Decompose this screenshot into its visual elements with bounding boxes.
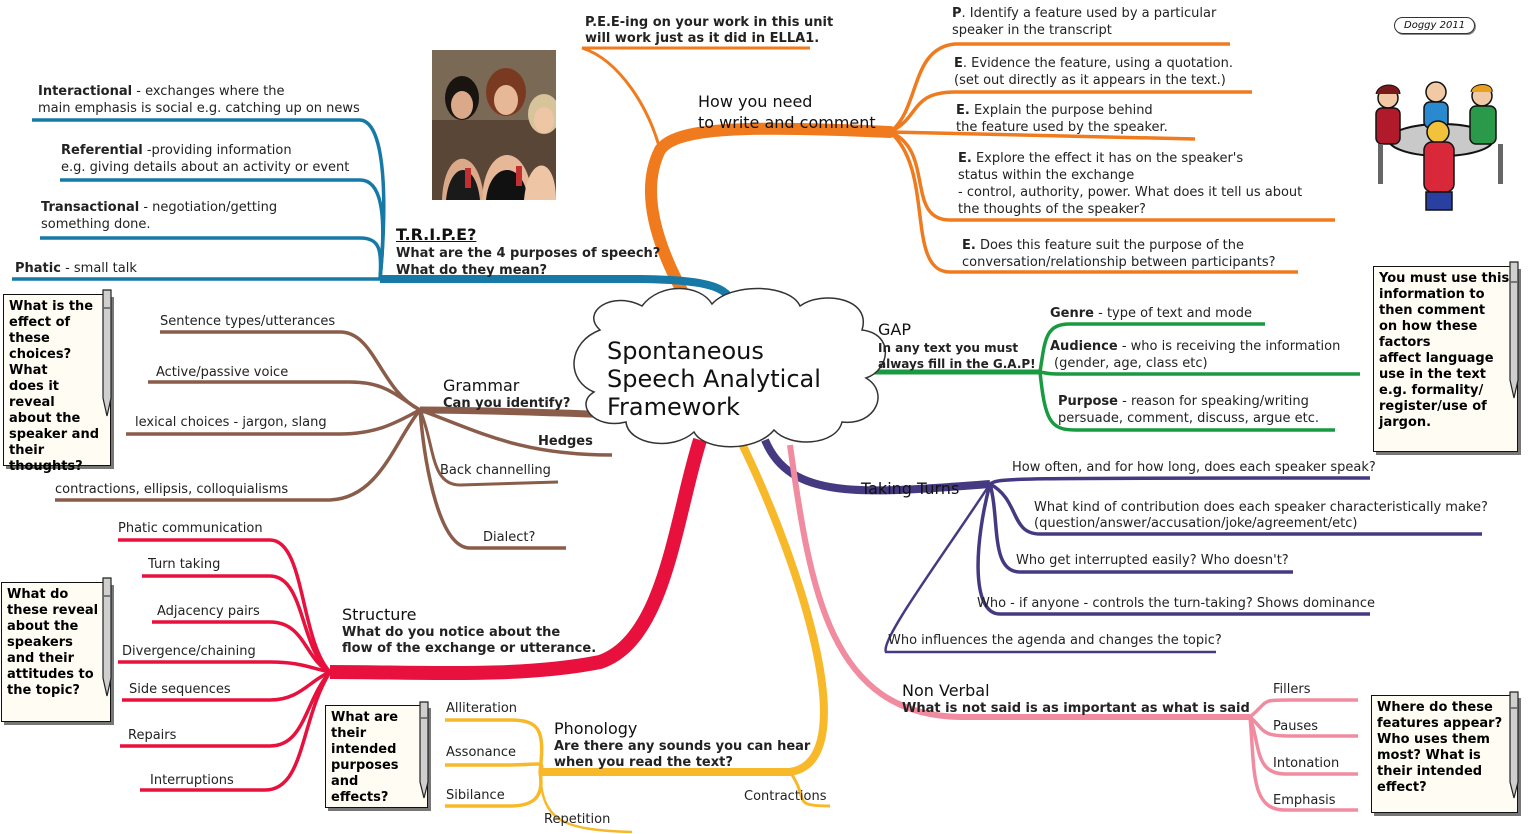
nonverbal-item-pauses: Pauses xyxy=(1273,719,1319,734)
grammar-item-dialect: Dialect? xyxy=(483,530,536,545)
grammar-item-hedges: Hedges xyxy=(538,434,593,449)
write-item-evidence-detail: (set out directly as it appears in the t… xyxy=(954,73,1226,88)
tripe-item-interactional-detail: main emphasis is social e.g. catching up… xyxy=(38,101,360,116)
turns-item-agenda: Who influences the agenda and changes th… xyxy=(888,633,1222,648)
gap-item-audience: Audience - who is receiving the informat… xyxy=(1050,339,1341,354)
gap-sub1: In any text you must xyxy=(878,341,1019,355)
write-item-suit: E. Does this feature suit the purpose of… xyxy=(962,238,1245,253)
pen-icon xyxy=(1509,261,1519,399)
write-item-explore-l4: the thoughts of the speaker? xyxy=(958,202,1146,217)
gap-note: You must use this information to then co… xyxy=(1373,266,1518,452)
grammar-sub: Can you identify? xyxy=(443,396,571,411)
structure-note: What do these reveal about the speakers … xyxy=(1,582,111,722)
phonology-title: Phonology xyxy=(554,719,638,738)
pee-line1: P.E.E-ing on your work in this unit xyxy=(585,15,834,30)
pee-line2: will work just as it did in ELLA1. xyxy=(585,31,820,46)
center-cloud xyxy=(573,287,887,448)
phonology-sub2: when you read the text? xyxy=(554,755,733,770)
gap-item-genre: Genre - type of text and mode xyxy=(1050,306,1253,321)
turns-item-how-often: How often, and for how long, does each s… xyxy=(1012,460,1376,475)
write-title1: How you need xyxy=(698,92,813,111)
write-item-explain-detail: the feature used by the speaker. xyxy=(956,120,1168,135)
write-item-explore: E. Explore the effect it has on the spea… xyxy=(958,151,1244,166)
nonverbal-title: Non Verbal xyxy=(902,681,990,700)
credit-badge: Doggy 2011 xyxy=(1394,17,1476,34)
gap-sub2: always fill in the G.A.P! xyxy=(878,357,1036,371)
phonology-item-contractions: Contractions xyxy=(744,789,827,804)
tripe-sub1: What are the 4 purposes of speech? xyxy=(396,246,661,261)
tripe-title: T.R.I.P.E? xyxy=(396,225,477,244)
nonverbal-item-fillers: Fillers xyxy=(1273,682,1311,697)
grammar-item-sentence-types: Sentence types/utterances xyxy=(160,314,336,329)
branch-nonverbal xyxy=(787,444,1250,720)
nonverbal-note: Where do these features appear? Who uses… xyxy=(1371,695,1518,813)
phonology-item-repetition: Repetition xyxy=(544,812,611,827)
write-item-point-detail: speaker in the transcript xyxy=(952,23,1112,38)
grammar-item-lexical: lexical choices - jargon, slang xyxy=(135,415,327,430)
structure-item-phatic: Phatic communication xyxy=(118,521,263,536)
branch-phonology xyxy=(540,438,828,776)
gap-title: GAP xyxy=(878,320,911,339)
photo-women-talking xyxy=(432,50,556,200)
tripe-item-phatic: Phatic - small talk xyxy=(15,261,137,276)
pen-icon xyxy=(102,289,112,417)
tripe-sub2: What do they mean? xyxy=(396,263,548,278)
grammar-item-voice: Active/passive voice xyxy=(156,365,289,380)
turns-item-contribution-detail: (question/answer/accusation/joke/agreeme… xyxy=(1034,516,1358,531)
tripe-item-referential: Referential -providing information xyxy=(61,143,292,158)
phonology-sub1: Are there any sounds you can hear xyxy=(554,739,811,754)
grammar-title: Grammar xyxy=(443,376,520,395)
tripe-item-transactional-detail: something done. xyxy=(41,217,151,232)
phonology-item-assonance: Assonance xyxy=(446,745,516,760)
turns-item-interrupted: Who get interrupted easily? Who doesn't? xyxy=(1016,553,1289,568)
tripe-item-transactional: Transactional - negotiation/getting xyxy=(41,200,278,215)
branch-turns xyxy=(761,438,991,495)
gap-item-purpose: Purpose - reason for speaking/writing xyxy=(1058,394,1309,409)
center-title: Spontaneous Speech Analytical Framework xyxy=(607,337,821,421)
phonology-item-alliteration: Alliteration xyxy=(446,701,518,716)
phonology-item-sibilance: Sibilance xyxy=(446,788,505,803)
people-at-table-illustration xyxy=(1370,80,1512,215)
pen-icon xyxy=(1509,691,1519,799)
structure-title: Structure xyxy=(342,605,417,624)
structure-item-turn-taking: Turn taking xyxy=(148,557,221,572)
structure-item-side-sequences: Side sequences xyxy=(129,682,231,697)
write-item-explore-l2: status within the exchange xyxy=(958,168,1135,183)
write-item-point: P. Identify a feature used by a particul… xyxy=(952,6,1217,21)
write-item-suit-detail: conversation/relationship between partic… xyxy=(962,255,1276,270)
turns-item-contribution: What kind of contribution does each spea… xyxy=(1034,500,1488,515)
structure-item-repairs: Repairs xyxy=(128,728,177,743)
grammar-note: What is the effect of these choices? Wha… xyxy=(3,294,111,474)
branch-structure xyxy=(329,437,707,681)
structure-item-interruptions: Interruptions xyxy=(150,773,234,788)
nonverbal-item-emphasis: Emphasis xyxy=(1273,793,1336,808)
grammar-item-contractions: contractions, ellipsis, colloquialisms xyxy=(55,482,289,497)
gap-item-audience-detail: (gender, age, class etc) xyxy=(1054,356,1208,371)
nonverbal-sub: What is not said is as important as what… xyxy=(902,701,1250,716)
write-item-evidence: E. Evidence the feature, using a quotati… xyxy=(954,56,1233,71)
grammar-item-back-channelling: Back channelling xyxy=(440,463,551,478)
write-title2: to write and comment xyxy=(698,113,876,132)
structure-item-adjacency: Adjacency pairs xyxy=(157,604,260,619)
turns-item-controls: Who - if anyone - controls the turn-taki… xyxy=(977,596,1375,611)
write-item-explain: E. Explain the purpose behind xyxy=(956,103,1153,118)
pen-icon xyxy=(419,701,429,799)
nonverbal-item-intonation: Intonation xyxy=(1273,756,1340,771)
write-item-explore-l3: - control, authority, power. What does i… xyxy=(958,185,1303,200)
pen-icon xyxy=(102,577,112,697)
tripe-item-referential-detail: e.g. giving details about an activity or… xyxy=(61,160,350,175)
tripe-item-interactional: Interactional - exchanges where the xyxy=(38,84,285,99)
structure-item-divergence: Divergence/chaining xyxy=(122,644,256,659)
gap-item-purpose-detail: persuade, comment, discuss, argue etc. xyxy=(1058,411,1320,426)
structure-sub2: flow of the exchange or utterance. xyxy=(342,641,597,656)
phonology-note: What are their intended purposes and eff… xyxy=(325,705,428,808)
turns-title: Taking Turns xyxy=(861,479,960,498)
structure-sub1: What do you notice about the xyxy=(342,625,561,640)
